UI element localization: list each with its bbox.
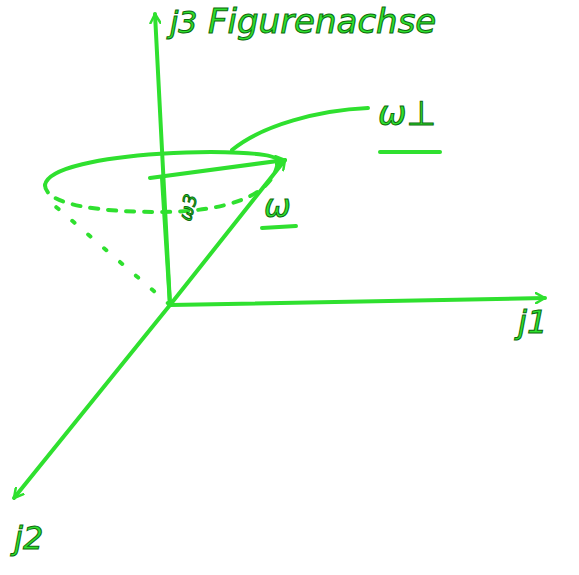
leader-line: [232, 108, 368, 150]
j2-axis: [14, 305, 170, 498]
omega-perp-component: [150, 160, 285, 178]
axis-label: j3: [170, 8, 197, 38]
axis-label: j2: [14, 522, 43, 554]
cone-side: [48, 200, 170, 305]
omega-vector: [170, 160, 285, 305]
component-label: ω3: [176, 192, 200, 222]
j3-axis: [155, 14, 170, 305]
axis-title: Figurenachse: [208, 4, 436, 38]
vector-label: ω⊥: [378, 96, 436, 130]
omega3-component: [162, 178, 170, 305]
vector-underline: [262, 226, 296, 228]
vector-underline: [380, 150, 440, 154]
vector-label: ω: [264, 190, 291, 222]
axis-label: j1: [518, 306, 547, 338]
j1-axis: [170, 298, 545, 305]
